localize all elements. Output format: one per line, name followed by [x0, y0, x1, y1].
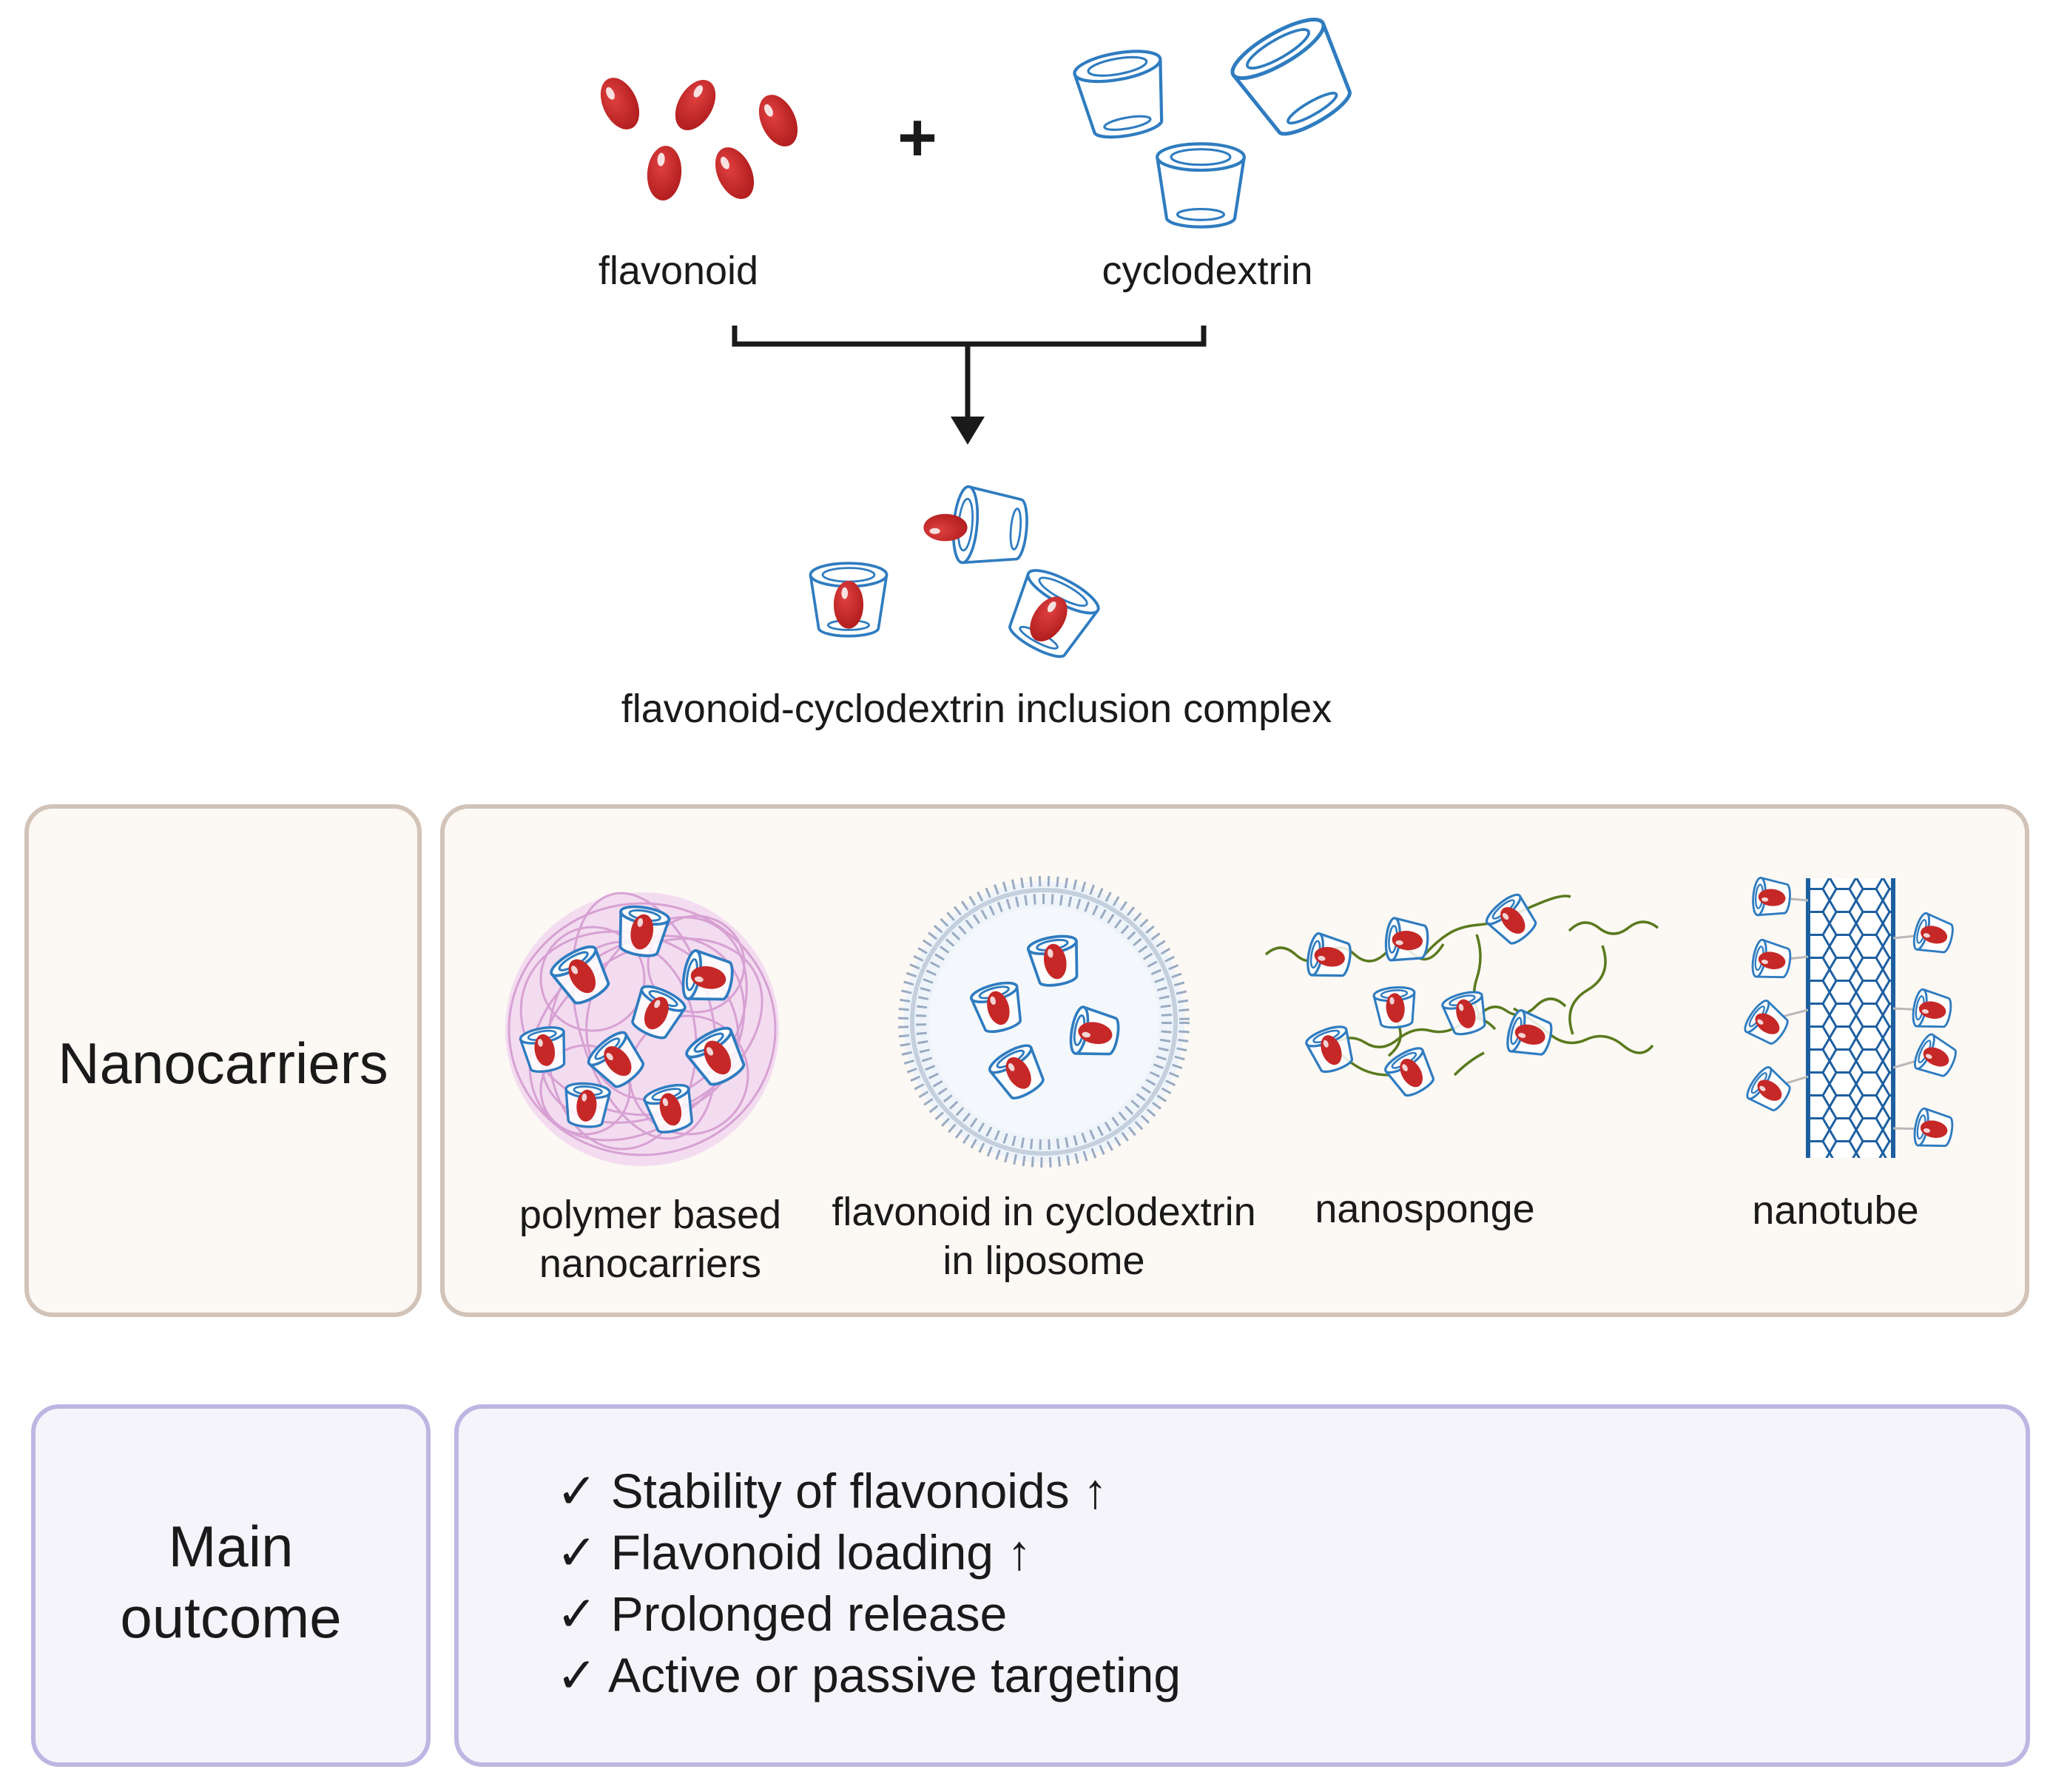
- nanocarrier-label-nanotube: nanotube: [1752, 1188, 1919, 1233]
- nanocarriers-panel: polymer based nanocarriers flavonoid in …: [440, 804, 2029, 1317]
- cyclodextrin-molecules: [1072, 10, 1364, 227]
- polymer-nanocarrier-icon: [505, 892, 779, 1166]
- flavonoid-molecules: [593, 71, 806, 206]
- outcome-item: ✓ Stability of flavonoids ↑: [556, 1463, 1107, 1518]
- outcome-heading-line2: outcome: [120, 1585, 342, 1650]
- arrow-head: [951, 417, 985, 445]
- nanocarrier-label-polymer-line1: polymer based: [519, 1193, 782, 1237]
- outcome-panel: ✓ Stability of flavonoids ↑ ✓ Flavonoid …: [454, 1404, 2030, 1767]
- outcome-item: ✓ Active or passive targeting: [556, 1648, 1181, 1702]
- outcome-item: ✓ Prolonged release: [556, 1586, 1008, 1641]
- outcome-item: ✓ Flavonoid loading ↑: [556, 1525, 1032, 1580]
- outcome-heading-panel: Main outcome: [31, 1404, 431, 1767]
- scheme-graphic: [593, 0, 2050, 668]
- inclusion-complex: [809, 484, 1105, 668]
- nanocarrier-label-nanosponge: nanosponge: [1315, 1187, 1535, 1231]
- outcome-list: ✓ Stability of flavonoids ↑ ✓ Flavonoid …: [556, 1461, 1181, 1706]
- nanocarriers-heading: Nanocarriers: [58, 1031, 388, 1096]
- complex-label: flavonoid-cyclodextrin inclusion complex: [621, 687, 1332, 731]
- nanocarrier-label-liposome-line1: flavonoid in cyclodextrin: [832, 1190, 1256, 1234]
- nanocarrier-label-polymer: polymer based nanocarriers: [480, 1190, 820, 1288]
- nanotube-icon: [1740, 876, 1962, 1158]
- reaction-arrow: [732, 326, 1207, 418]
- liposome-icon: [898, 876, 1190, 1168]
- nanocarriers-heading-panel: Nanocarriers: [24, 804, 422, 1317]
- outcome-heading: Main outcome: [36, 1511, 426, 1653]
- nanocarrier-illustrations: [505, 876, 1962, 1168]
- nanocarrier-label-liposome-line2: in liposome: [943, 1239, 1145, 1283]
- flavonoid-label: flavonoid: [598, 249, 759, 293]
- outcome-heading-line1: Main: [168, 1514, 294, 1579]
- nanocarrier-label-polymer-line2: nanocarriers: [539, 1242, 762, 1286]
- cyclodextrin-label: cyclodextrin: [1102, 249, 1313, 293]
- nanocarrier-label-liposome: flavonoid in cyclodextrin in liposome: [807, 1188, 1281, 1285]
- plus-sign: +: [897, 100, 937, 175]
- nanosponge-icon: [1264, 889, 1659, 1102]
